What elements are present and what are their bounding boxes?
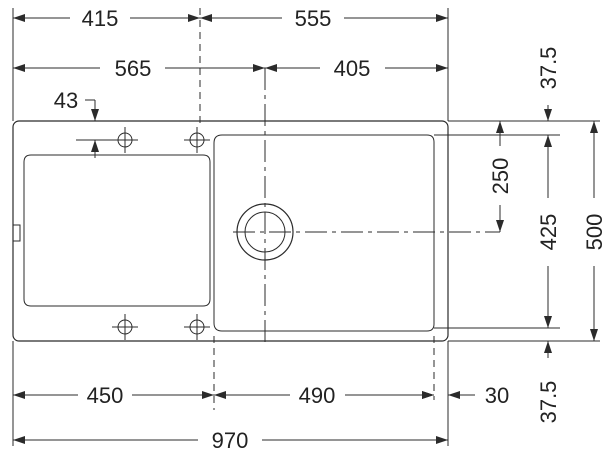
tap-hole-1 bbox=[112, 127, 138, 153]
dimension-label-490: 490 bbox=[299, 383, 336, 408]
dimension-37-5-bottom: 37.5 bbox=[536, 310, 561, 423]
dimension-label-565: 565 bbox=[115, 56, 152, 81]
dimension-label-30: 30 bbox=[485, 383, 509, 408]
tap-hole-markers bbox=[112, 127, 210, 340]
dimension-label-43: 43 bbox=[54, 88, 78, 113]
drainer-area bbox=[12, 154, 211, 307]
dimension-425: 425 bbox=[536, 135, 561, 328]
sink-bowl bbox=[213, 134, 435, 332]
dimension-490: 490 bbox=[214, 383, 434, 408]
dimension-970: 970 bbox=[13, 428, 448, 453]
dimension-500: 500 bbox=[582, 121, 607, 341]
dimension-label-250: 250 bbox=[488, 158, 513, 195]
dimension-450: 450 bbox=[13, 383, 214, 408]
dimension-label-425: 425 bbox=[536, 214, 561, 251]
dimension-30: 30 bbox=[420, 383, 509, 408]
dimension-405: 405 bbox=[265, 56, 448, 81]
dimension-label-555: 555 bbox=[295, 6, 332, 31]
dimension-565: 565 bbox=[13, 56, 265, 81]
dimension-label-970: 970 bbox=[212, 428, 249, 453]
extension-lines bbox=[12, 8, 600, 446]
dimension-555: 555 bbox=[200, 6, 448, 31]
dimension-label-500: 500 bbox=[582, 214, 607, 251]
dimension-37-5-top: 37.5 bbox=[536, 47, 561, 155]
dimension-label-405: 405 bbox=[334, 56, 371, 81]
tap-hole-2 bbox=[184, 127, 210, 153]
tap-hole-3 bbox=[112, 314, 138, 340]
center-lines bbox=[233, 68, 500, 345]
dimension-label-415: 415 bbox=[82, 6, 119, 31]
dimension-415: 415 bbox=[13, 6, 200, 31]
dimension-label-37-5-top: 37.5 bbox=[536, 47, 561, 90]
dimension-250: 250 bbox=[488, 121, 513, 232]
dimension-label-37-5-bottom: 37.5 bbox=[536, 381, 561, 424]
dimension-label-450: 450 bbox=[87, 383, 124, 408]
dimension-43: 43 bbox=[54, 88, 99, 158]
tap-hole-4 bbox=[184, 314, 210, 340]
sink-outline bbox=[12, 120, 449, 342]
